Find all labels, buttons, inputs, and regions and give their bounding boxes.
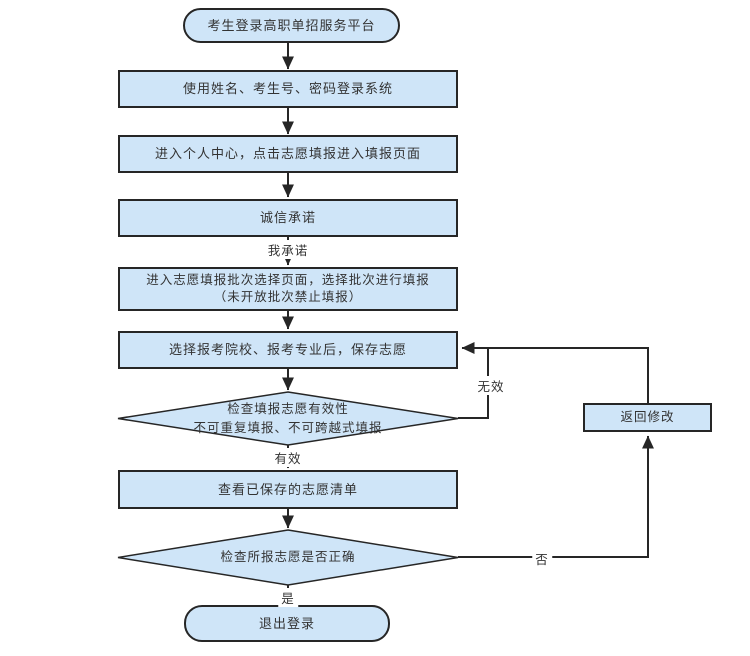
edge-label-yes: 是: [278, 588, 298, 607]
node-integrity-pledge: 诚信承诺: [118, 199, 458, 237]
node-start-terminator: 考生登录高职单招服务平台: [183, 8, 400, 43]
node-return-modify: 返回修改: [583, 403, 712, 432]
decision-check-correct-text: 检查所报志愿是否正确: [118, 531, 458, 583]
decision-check-validity-text: 检查填报志愿有效性 不可重复填报、不可跨越式填报: [118, 396, 458, 442]
edge-label-valid: 有效: [271, 448, 305, 467]
node-return-modify-label: 返回修改: [620, 410, 675, 425]
node-batch-selection-line1: 进入志愿填报批次选择页面，选择批次进行填报: [146, 273, 430, 288]
node-start-label: 考生登录高职单招服务平台: [207, 17, 376, 33]
node-view-saved-list: 查看已保存的志愿清单: [118, 470, 458, 509]
node-view-saved-list-label: 查看已保存的志愿清单: [217, 481, 358, 497]
node-logout-label: 退出登录: [258, 615, 315, 631]
node-logout-terminator: 退出登录: [184, 605, 390, 642]
edge-label-promise: 我承诺: [264, 240, 312, 259]
edge-label-invalid: 无效: [474, 376, 508, 395]
edge-modify-to-save: [461, 342, 649, 403]
decision-check-validity-line1: 检查填报志愿有效性: [227, 402, 349, 417]
node-save-choices-label: 选择报考院校、报考专业后，保存志愿: [168, 342, 407, 358]
node-batch-selection-line2: （未开放批次禁止填报）: [213, 290, 363, 304]
edge-invalid-path: [458, 348, 489, 419]
edge-label-no: 否: [532, 549, 552, 568]
node-personal-center: 进入个人中心，点击志愿填报进入填报页面: [118, 135, 458, 173]
node-save-choices: 选择报考院校、报考专业后，保存志愿: [118, 331, 458, 369]
edge-no-to-modify: [458, 435, 654, 558]
node-login: 使用姓名、考生号、密码登录系统: [118, 70, 458, 108]
decision-check-correct: [117, 529, 459, 586]
decision-check-validity: [117, 391, 459, 446]
node-integrity-pledge-label: 诚信承诺: [259, 210, 316, 226]
decision-check-correct-label: 检查所报志愿是否正确: [220, 549, 356, 564]
decision-check-validity-line2: 不可重复填报、不可跨越式填报: [193, 421, 383, 435]
node-batch-selection: 进入志愿填报批次选择页面，选择批次进行填报 （未开放批次禁止填报）: [118, 267, 458, 311]
node-login-label: 使用姓名、考生号、密码登录系统: [182, 81, 393, 97]
node-personal-center-label: 进入个人中心，点击志愿填报进入填报页面: [154, 146, 421, 162]
